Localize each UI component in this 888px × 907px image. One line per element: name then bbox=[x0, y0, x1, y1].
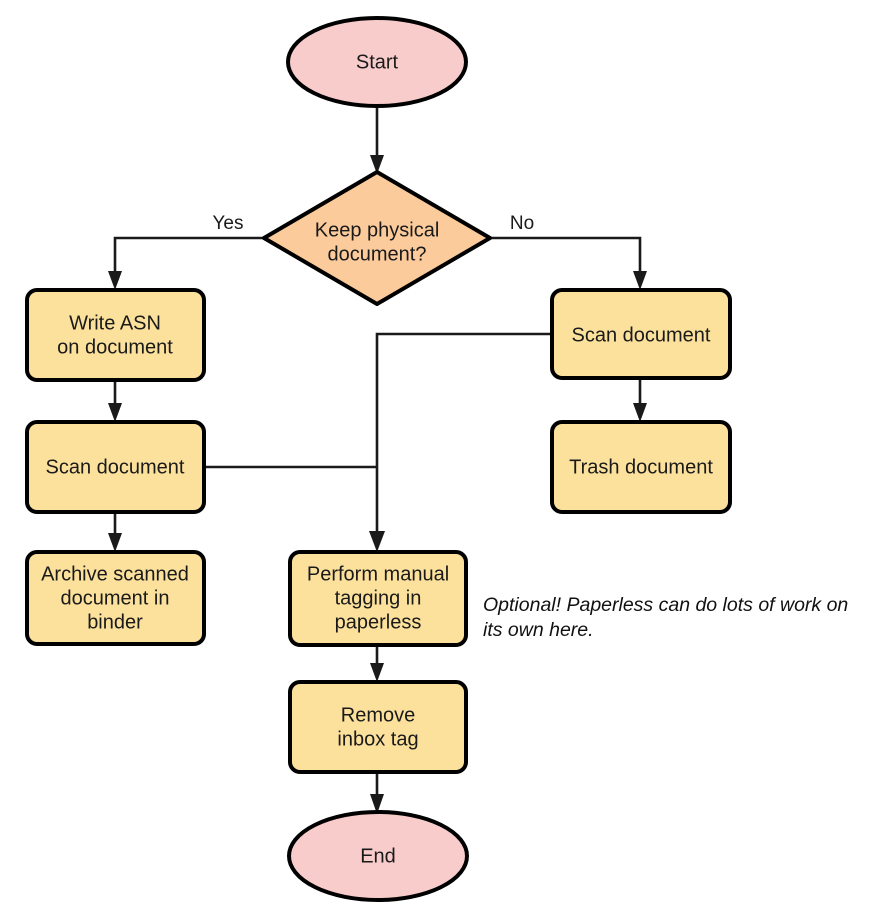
node-decision-label-line2: document? bbox=[328, 243, 427, 265]
arrowhead bbox=[633, 403, 647, 422]
edge-label-no: No bbox=[510, 213, 534, 234]
note-optional-paperless: Optional! Paperless can do lots of work … bbox=[483, 594, 848, 641]
note-line-1: Optional! Paperless can do lots of work … bbox=[483, 594, 848, 616]
node-tagging-label-line3: paperless bbox=[335, 611, 422, 633]
node-end[interactable]: End bbox=[287, 810, 469, 902]
process-box[interactable] bbox=[25, 550, 206, 646]
edge-write-asn-to-scan-left bbox=[108, 380, 122, 422]
node-perform-manual-tagging[interactable]: Perform manual tagging in paperless bbox=[288, 550, 468, 647]
arrowhead bbox=[108, 533, 122, 552]
edge-scan-right-to-trash bbox=[633, 378, 647, 422]
node-remove-inbox-label-line1: Remove bbox=[341, 704, 415, 726]
end-ellipse[interactable] bbox=[287, 810, 469, 902]
node-scan-document-left[interactable]: Scan document bbox=[25, 420, 206, 514]
node-write-asn-on-document[interactable]: Write ASN on document bbox=[25, 288, 206, 382]
arrowhead bbox=[370, 794, 384, 814]
decision-diamond[interactable] bbox=[262, 170, 492, 306]
process-box[interactable] bbox=[550, 288, 732, 380]
edge-line bbox=[375, 332, 552, 539]
edge-decision-yes-to-write-asn bbox=[108, 236, 266, 290]
arrowhead bbox=[108, 403, 122, 422]
node-trash-document[interactable]: Trash document bbox=[550, 420, 732, 514]
arrowhead bbox=[369, 531, 385, 552]
node-trash-label: Trash document bbox=[569, 456, 713, 478]
node-decision-label-line1: Keep physical bbox=[315, 219, 440, 241]
node-remove-inbox-tag[interactable]: Remove inbox tag bbox=[288, 680, 468, 774]
node-scan-left-label: Scan document bbox=[46, 456, 185, 478]
process-box[interactable] bbox=[550, 420, 732, 514]
arrowhead bbox=[370, 155, 384, 174]
edge-line bbox=[489, 236, 642, 279]
arrowhead bbox=[370, 663, 384, 682]
edge-tagging-to-remove-inbox bbox=[370, 645, 384, 682]
node-start-label: Start bbox=[356, 51, 399, 73]
process-box[interactable] bbox=[25, 288, 206, 382]
node-start[interactable]: Start bbox=[286, 16, 468, 108]
edge-scan-right-to-tagging bbox=[369, 332, 552, 552]
node-decision-keep-physical-document[interactable]: Keep physical document? bbox=[262, 170, 492, 306]
node-write-asn-label-line1: Write ASN bbox=[69, 312, 161, 334]
edge-label-yes: Yes bbox=[213, 213, 244, 234]
edge-line bbox=[113, 236, 266, 279]
process-box[interactable] bbox=[25, 420, 206, 514]
edge-remove-inbox-to-end bbox=[370, 772, 384, 814]
node-end-label: End bbox=[360, 845, 396, 867]
edge-scan-left-to-archive bbox=[108, 512, 122, 552]
process-box[interactable] bbox=[288, 550, 468, 647]
node-archive-label-line1: Archive scanned bbox=[41, 563, 189, 585]
node-write-asn-label-line2: on document bbox=[57, 336, 173, 358]
process-box[interactable] bbox=[288, 680, 468, 774]
node-scan-document-right[interactable]: Scan document bbox=[550, 288, 732, 380]
node-archive-label-line3: binder bbox=[87, 611, 143, 633]
edge-decision-no-to-scan-right bbox=[489, 236, 647, 290]
node-tagging-label-line2: tagging in bbox=[335, 587, 422, 609]
node-archive-label-line2: document in bbox=[61, 587, 170, 609]
start-ellipse[interactable] bbox=[286, 16, 468, 108]
node-scan-right-label: Scan document bbox=[572, 324, 711, 346]
note-line-2: its own here. bbox=[483, 619, 594, 641]
edge-start-to-decision bbox=[370, 103, 384, 174]
node-archive-scanned-document[interactable]: Archive scanned document in binder bbox=[25, 550, 206, 646]
arrowhead bbox=[633, 271, 647, 290]
node-tagging-label-line1: Perform manual bbox=[307, 563, 449, 585]
node-remove-inbox-label-line2: inbox tag bbox=[337, 728, 418, 750]
arrowhead bbox=[108, 271, 122, 290]
